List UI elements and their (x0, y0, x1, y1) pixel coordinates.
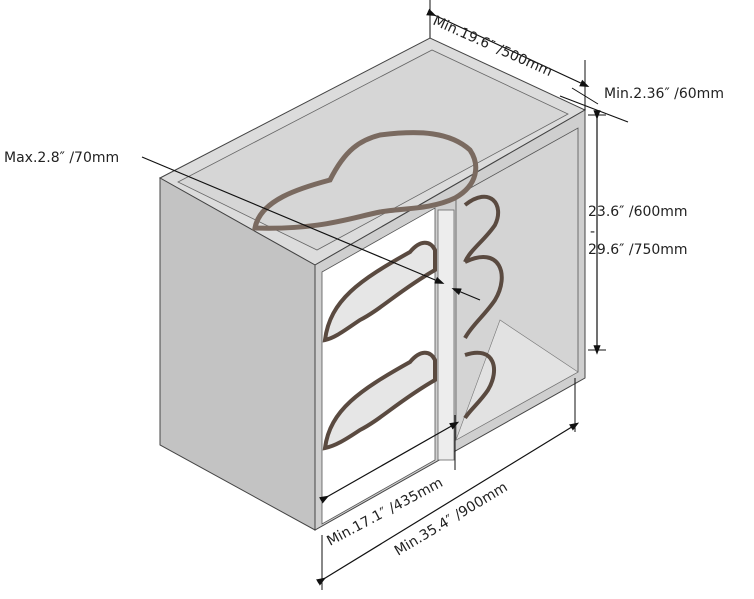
interior-right-floor (455, 319, 579, 441)
max-offset-leader (141, 156, 445, 284)
top-basket-rim (252, 130, 479, 231)
height-min-label: 23.6″ /600mm (588, 204, 688, 220)
height-max-label: 29.6″ /750mm (588, 242, 688, 258)
right-basket-upper (463, 194, 501, 263)
cabinet-width-line (316, 422, 580, 586)
max-offset-arrow-right (451, 288, 481, 301)
panel-thickness-label: Min.2.36″ /60mm (604, 86, 724, 102)
max-offset-label: Max.2.8″ /70mm (4, 150, 119, 166)
right-basket-lower (463, 350, 497, 420)
left-basket-upper (322, 240, 437, 343)
height-separator: - (590, 224, 595, 240)
panel-thickness-leader (571, 87, 599, 105)
depth-dimension-line (426, 8, 590, 88)
right-basket-mid (463, 255, 504, 340)
center-pole (437, 209, 455, 461)
panel-thickness-line (559, 95, 629, 123)
